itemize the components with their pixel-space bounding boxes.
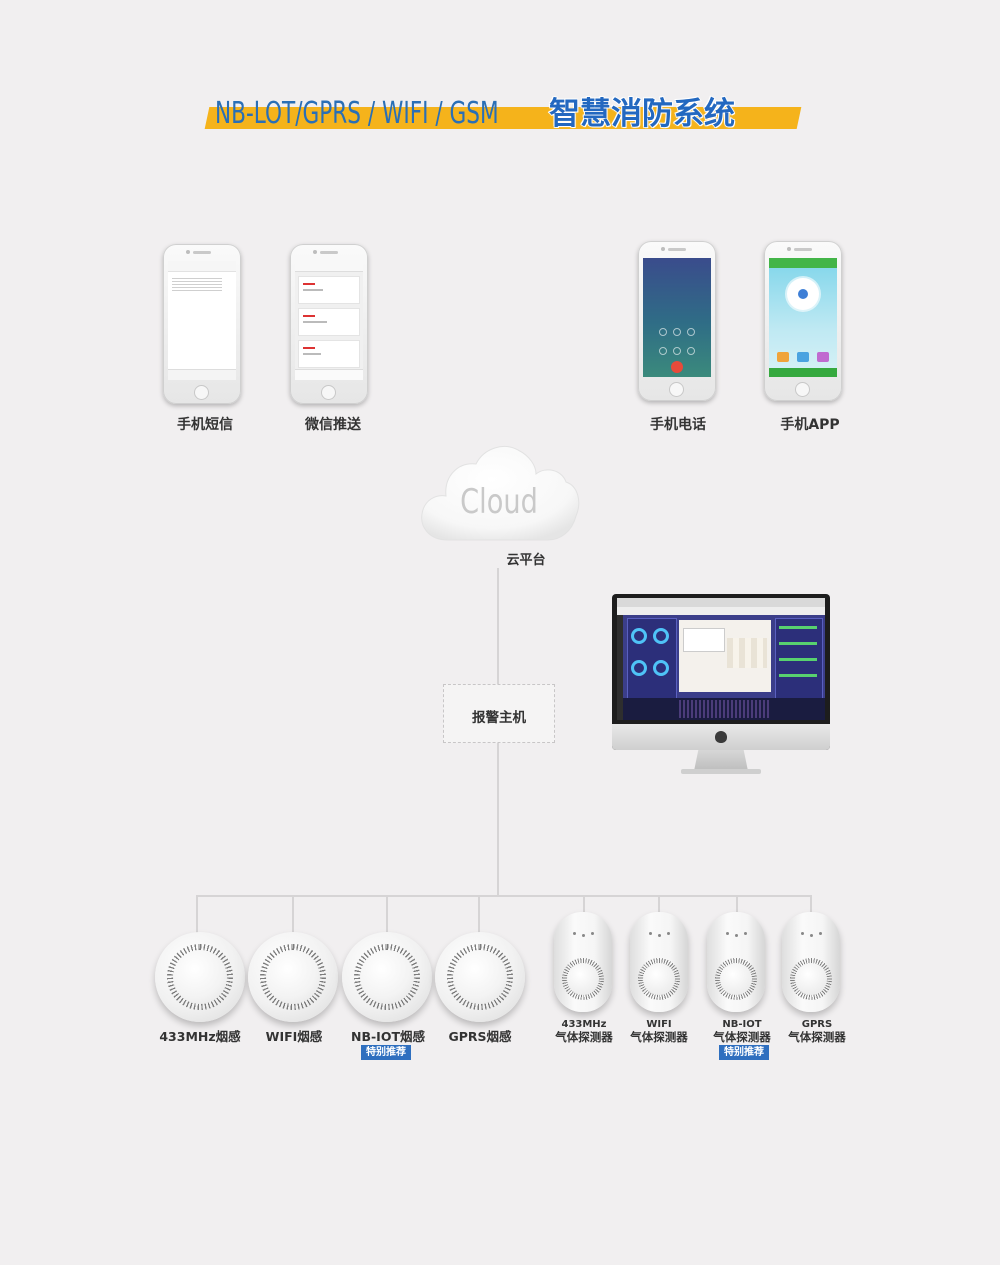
gas-detector-nbiot-icon [707,912,765,1012]
smoke-detector-gprs-icon [435,932,525,1022]
recommended-badge-smoke: 特别推荐 [361,1045,411,1060]
gas-label-gprs: GPRS 气体探测器 [788,1018,846,1044]
gas-label-433-protocol: 433MHz [561,1019,607,1030]
channel-label-wechat: 微信推送 [305,417,361,433]
sms-phone-icon [163,244,241,404]
channel-label-sms: 手机短信 [177,417,233,433]
smoke-label-nbiot: NB-IOT烟感 [351,1029,425,1044]
device-bus-line [196,895,812,897]
smoke-label-gprs: GPRS烟感 [448,1029,512,1044]
gas-detector-433-icon [554,912,612,1012]
gas-label-433: 433MHz 气体探测器 [555,1018,613,1044]
channel-label-call: 手机电话 [650,417,706,433]
gas-label-nbiot: NB-IOT 气体探测器 [713,1018,771,1044]
drop-wifi-gas [658,895,660,915]
alarm-host-box [443,684,555,743]
gas-label-wifi-protocol: WIFI [646,1019,672,1030]
connector-host-bus [497,743,499,896]
drop-wifi-smoke [292,895,294,935]
gas-detector-wifi-icon [630,912,688,1012]
smoke-label-433: 433MHz烟感 [159,1029,241,1044]
channel-label-app: 手机APP [780,417,840,433]
gas-label-wifi-type: 气体探测器 [630,1030,688,1044]
title-system-name: 智慧消防系统 [548,95,736,133]
cloud-platform-label: 云平台 [506,553,546,568]
page-title: NB-LOT/GPRS / WIFI / GSM 智慧消防系统 [215,82,736,133]
call-phone-icon [638,241,716,401]
smoke-detector-wifi-icon [248,932,338,1022]
alarm-host-label: 报警主机 [472,710,526,726]
drop-gprs-smoke [478,895,480,935]
drop-nbiot-smoke [386,895,388,935]
title-protocols: NB-LOT/GPRS / WIFI / GSM [215,96,499,131]
gas-detector-gprs-icon [782,912,840,1012]
gas-label-wifi: WIFI 气体探测器 [630,1018,688,1044]
gas-label-gprs-type: 气体探测器 [788,1030,846,1044]
smoke-detector-433-icon [155,932,245,1022]
gas-label-gprs-protocol: GPRS [801,1019,833,1030]
smoke-label-wifi: WIFI烟感 [265,1029,323,1044]
recommended-badge-gas: 特别推荐 [719,1045,769,1060]
connector-cloud-host [497,568,499,684]
drop-gprs-gas [810,895,812,915]
wechat-phone-icon [290,244,368,404]
drop-433-smoke [196,895,198,935]
cloud-text: Cloud [460,482,538,522]
gas-label-nbiot-type: 气体探测器 [713,1030,771,1044]
drop-433-gas [583,895,585,915]
gas-label-nbiot-protocol: NB-IOT [722,1019,762,1030]
cloud-icon: Cloud [418,442,580,546]
app-phone-icon [764,241,842,401]
gas-label-433-type: 气体探测器 [555,1030,613,1044]
smoke-detector-nbiot-icon [342,932,432,1022]
drop-nbiot-gas [736,895,738,915]
